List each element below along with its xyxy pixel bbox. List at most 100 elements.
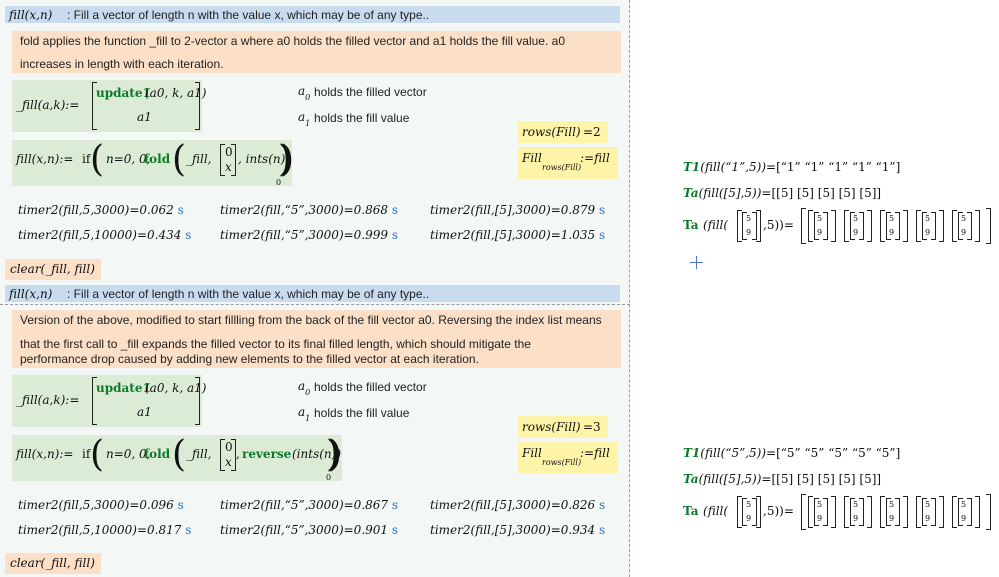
- section2-note[interactable]: Version of the above, modified to start …: [12, 310, 621, 368]
- page-divider-horizontal: [0, 304, 630, 305]
- section2-header[interactable]: fill(x,n) : Fill a vector of length n wi…: [5, 285, 620, 302]
- a1-label: holds the fill value: [314, 406, 410, 420]
- close-paren: ): [280, 139, 295, 180]
- result-t1-fill[interactable]: T1(fill(“1”,5))=[“1” “1” “1” “1” “1”]: [683, 160, 901, 174]
- vector-x: x: [225, 160, 232, 174]
- close-paren: ): [326, 434, 341, 475]
- clear-statement[interactable]: clear(_fill, fill): [5, 259, 101, 280]
- nested-args-tail: ,5))=: [763, 218, 794, 232]
- ints-arg: , ints(n): [238, 152, 286, 166]
- if-condition: n=0, 0,: [106, 447, 151, 461]
- if-keyword: if: [82, 152, 91, 166]
- fill-arg: _fill,: [186, 152, 212, 166]
- timer-result[interactable]: timer2(fill,[5],3000)=0.879 s: [430, 203, 606, 217]
- if-keyword: if: [82, 447, 91, 461]
- vector-0-x: 0 x: [220, 439, 236, 471]
- reverse-keyword: reverse: [242, 447, 292, 461]
- fill-assign-rhs: :=fill: [580, 151, 610, 165]
- fill-var-subscript: rows(Fill): [542, 458, 582, 467]
- result-subscript: 0: [326, 473, 332, 482]
- fill-def-lhs: fill(x,n):=: [16, 447, 74, 461]
- reverse-arg: (ints(n)): [292, 447, 342, 461]
- clear-statement[interactable]: clear(_fill, fill): [5, 553, 101, 574]
- timer-result[interactable]: timer2(fill,“5”,3000)=0.868 s: [220, 203, 399, 217]
- fold-keyword: fold: [144, 152, 171, 166]
- open-paren: (: [172, 434, 187, 475]
- fill-arg: _fill,: [186, 447, 212, 461]
- insert-crosshair-icon[interactable]: [690, 256, 703, 269]
- if-condition: n=0, 0,: [106, 152, 151, 166]
- vector-zero: 0: [225, 145, 233, 159]
- header-description: : Fill a vector of length n with the val…: [67, 287, 430, 301]
- fold-keyword: fold: [144, 447, 171, 461]
- rows-result[interactable]: rows(Fill) =2: [518, 121, 608, 143]
- note-line-2: that the first call to _fill expands the…: [20, 337, 531, 351]
- fill-definition[interactable]: fill(x,n):= if ( n=0, 0, fold ( _fill, 0…: [12, 139, 295, 186]
- a1-symbol: a1: [298, 110, 311, 128]
- fill-helper-definition[interactable]: _fill(a,k):= update1 (a0, k, a1) a1: [12, 80, 206, 132]
- timer-result[interactable]: timer2(fill,5,3000)=0.096 s: [18, 498, 184, 512]
- timer-result[interactable]: timer2(fill,5,10000)=0.434 s: [18, 228, 192, 242]
- page-divider-vertical: [629, 0, 630, 577]
- rows-expr: rows(Fill): [522, 125, 581, 139]
- update-keyword: update1: [96, 86, 151, 100]
- a0-symbol: a0: [298, 379, 311, 397]
- note-line-1: fold applies the function _fill to 2-vec…: [20, 34, 565, 48]
- fill-var: Fill: [522, 446, 542, 460]
- open-paren: (: [172, 139, 187, 180]
- matrix-a1: a1: [137, 110, 152, 124]
- a0-symbol: a0: [298, 84, 311, 102]
- vector-0-x: 0 x: [220, 144, 236, 176]
- result-ta-fill[interactable]: Ta(fill([5],5))=[[5] [5] [5] [5] [5]]: [683, 186, 882, 200]
- update-matrix: update1 (a0, k, a1) a1: [92, 377, 206, 425]
- note-line-3: performance drop caused by adding new el…: [20, 352, 479, 366]
- fill-helper-lhs: _fill(a,k):=: [16, 393, 80, 407]
- fill-var-subscript: rows(Fill): [542, 163, 582, 172]
- fill-definition[interactable]: fill(x,n):= if ( n=0, 0, fold ( _fill, 0…: [12, 435, 342, 481]
- nested-outer-arg: 5 9: [737, 496, 761, 528]
- timer-result[interactable]: timer2(fill,[5],3000)=0.826 s: [430, 498, 606, 512]
- timer-result[interactable]: timer2(fill,“5”,3000)=0.867 s: [220, 498, 399, 512]
- note-line-1: Version of the above, modified to start …: [20, 313, 602, 327]
- section1-header[interactable]: fill(x,n) : Fill a vector of length n wi…: [5, 6, 620, 23]
- clear-expr: clear(_fill, fill): [10, 262, 95, 276]
- update-args: (a0, k, a1): [145, 381, 207, 395]
- result-t1-fill[interactable]: T1(fill(“5”,5))=[“5” “5” “5” “5” “5”]: [683, 446, 901, 460]
- timer-result[interactable]: timer2(fill,[5],3000)=1.035 s: [430, 228, 606, 242]
- fill-helper-definition[interactable]: _fill(a,k):= update1 (a0, k, a1) a1: [12, 375, 206, 427]
- nested-fn: Ta: [683, 218, 699, 232]
- close-paren: ): [328, 434, 343, 475]
- result-ta-fill[interactable]: Ta(fill([5],5))=[[5] [5] [5] [5] [5]]: [683, 472, 882, 486]
- update-args: (a0, k, a1): [145, 86, 207, 100]
- a0-label: holds the filled vector: [314, 380, 427, 394]
- rows-result[interactable]: rows(Fill) =3: [518, 416, 608, 438]
- a1-symbol: a1: [298, 405, 311, 423]
- nested-call: (fill(: [703, 218, 729, 232]
- fill-assignment[interactable]: Fill rows(Fill) :=fill: [518, 442, 618, 474]
- rows-value: =3: [583, 420, 601, 434]
- update-keyword: update1: [96, 381, 151, 395]
- close-paren: ): [278, 139, 293, 180]
- fill-helper-lhs: _fill(a,k):=: [16, 98, 80, 112]
- timer-result[interactable]: timer2(fill,“5”,3000)=0.999 s: [220, 228, 399, 242]
- open-paren: (: [90, 434, 105, 475]
- timer-result[interactable]: timer2(fill,[5],3000)=0.934 s: [430, 523, 606, 537]
- fill-assignment[interactable]: Fill rows(Fill) :=fill: [518, 147, 618, 179]
- timer-result[interactable]: timer2(fill,“5”,3000)=0.901 s: [220, 523, 399, 537]
- update-matrix: update1 (a0, k, a1) a1: [92, 82, 206, 130]
- timer-result[interactable]: timer2(fill,5,10000)=0.817 s: [18, 523, 192, 537]
- header-function: fill(x,n): [9, 8, 53, 22]
- timer-result[interactable]: timer2(fill,5,3000)=0.062 s: [18, 203, 184, 217]
- a0-label: holds the filled vector: [314, 85, 427, 99]
- rows-expr: rows(Fill): [522, 420, 581, 434]
- section1-note[interactable]: fold applies the function _fill to 2-vec…: [12, 31, 621, 73]
- open-paren: (: [90, 139, 105, 180]
- header-function: fill(x,n): [9, 287, 53, 301]
- fill-assign-rhs: :=fill: [580, 446, 610, 460]
- clear-expr: clear(_fill, fill): [10, 556, 95, 570]
- fill-def-lhs: fill(x,n):=: [16, 152, 74, 166]
